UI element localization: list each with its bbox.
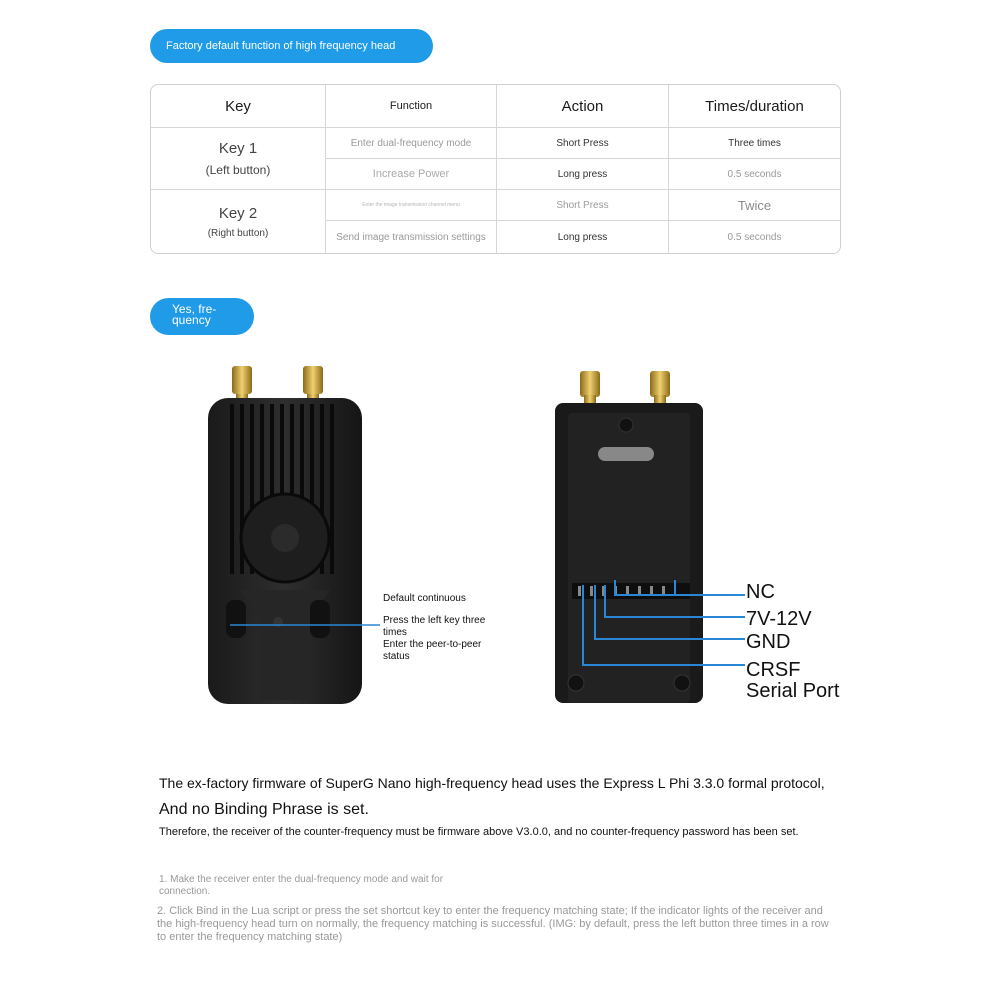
pin-label-crsf: CRSF	[746, 659, 801, 681]
cell-text: Twice	[737, 197, 772, 213]
cell-text: Short Press	[556, 199, 609, 211]
table-header-times: Times/duration	[669, 85, 840, 128]
table-cell: Short Press	[497, 128, 669, 159]
pin-label-power: 7V-12V	[746, 608, 812, 630]
section-header-pill: Factory default function of high frequen…	[150, 29, 433, 63]
cell-text: Send image transmission settings	[336, 231, 486, 243]
firmware-paragraph: The ex-factory firmware of SuperG Nano h…	[159, 775, 825, 791]
cell-text: Increase Power	[372, 168, 450, 180]
section-pill: Yes, fre- quency	[150, 298, 254, 335]
callout-line2: Press the left key three	[383, 615, 486, 626]
key1-sub: (Left button)	[205, 163, 271, 177]
cell-text: 0.5 seconds	[727, 231, 782, 243]
antenna-connector-icon	[580, 371, 600, 407]
screw-icon	[673, 674, 691, 692]
header-text: Function	[389, 100, 433, 112]
cooling-fins	[230, 404, 334, 574]
pin-label-serial-port: Serial Port	[746, 680, 840, 702]
left-button	[226, 600, 246, 638]
right-button	[310, 600, 330, 638]
table-cell: Three times	[669, 128, 840, 159]
table-cell: Short Press	[497, 190, 669, 221]
table-cell: 0.5 seconds	[669, 159, 840, 190]
callout-line4: Enter the peer-to-peer	[383, 639, 482, 650]
key1-cell: Key 1 (Left button)	[151, 128, 326, 190]
key2-cell: Key 2 (Right button)	[151, 190, 326, 253]
antenna-connector-icon	[650, 371, 670, 407]
device-front-image	[208, 366, 362, 704]
key1-name: Key 1	[218, 140, 258, 157]
table-header-key: Key	[151, 85, 326, 128]
cell-text: Long press	[557, 231, 608, 243]
pin-leader-lines	[582, 580, 745, 666]
cell-text: Short Press	[556, 137, 609, 149]
table-cell: Long press	[497, 159, 669, 190]
key-function-table: Key Function Action Times/duration Key 1…	[150, 84, 841, 254]
key2-name: Key 2	[218, 204, 258, 222]
header-text: Times/duration	[705, 97, 804, 115]
cell-text: 0.5 seconds	[727, 168, 782, 180]
table-cell: Send image transmission settings	[326, 221, 497, 253]
step-2: 2. Click Bind in the Lua script or press…	[157, 905, 829, 943]
table-cell: Long press	[497, 221, 669, 253]
step-1: 1. Make the receiver enter the dual-freq…	[159, 874, 444, 897]
table-cell: Twice	[669, 190, 840, 221]
callout-text: Default continuous Press the left key th…	[383, 593, 485, 663]
pill-line: quency	[172, 313, 211, 327]
screw-icon	[567, 674, 585, 692]
pin-label-gnd: GND	[746, 631, 791, 653]
table-cell: Increase Power	[326, 159, 497, 190]
table-cell: 0.5 seconds	[669, 221, 840, 253]
table-cell: Enter the image transmission channel men…	[326, 190, 497, 221]
key2-sub: (Right button)	[207, 227, 269, 239]
receiver-firmware-note: Therefore, the receiver of the counter-f…	[159, 826, 799, 838]
table-cell: Enter dual-frequency mode	[326, 128, 497, 159]
callout-line	[230, 624, 380, 626]
header-text: Key	[225, 97, 251, 115]
cell-text: Enter dual-frequency mode	[350, 137, 472, 149]
binding-phrase-line: And no Binding Phrase is set.	[159, 801, 369, 818]
device-back-image	[555, 371, 703, 703]
callout-line1: Default continuous	[383, 593, 466, 604]
callout-line3: times	[383, 627, 407, 638]
cell-text: Three times	[728, 137, 781, 149]
cell-text: Long press	[557, 168, 608, 180]
pill-line: Yes, fre-	[172, 302, 217, 316]
table-header-action: Action	[497, 85, 669, 128]
pin-label-nc: NC	[746, 581, 775, 603]
cell-text: Enter the image transmission channel men…	[362, 202, 460, 208]
header-text: Action	[561, 97, 604, 115]
label-slot	[598, 447, 654, 461]
table-header-function: Function	[326, 85, 497, 128]
callout-line5: status	[383, 651, 410, 662]
